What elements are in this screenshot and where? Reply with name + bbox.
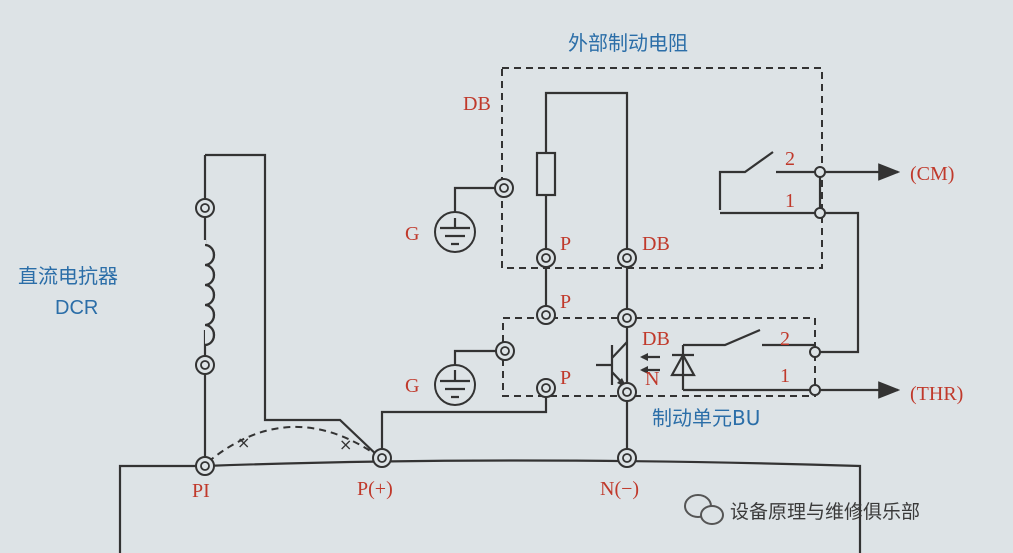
terminal-g-top [494,178,514,198]
label-dcr-cn: 直流电抗器 [18,264,118,288]
watermark: 设备原理与维修俱乐部 [684,494,920,525]
relay-switch-bottom [683,328,815,347]
label-external-resistor: 外部制动电阻 [568,31,688,55]
label-terminal-1-bottom: 1 [780,365,790,387]
label-p-mid: P [560,291,571,313]
terminal-db-mid [617,308,637,328]
terminal-cm-1 [814,207,826,219]
terminal-thr-2 [809,346,821,358]
p-plus-wire [380,388,548,458]
watermark-text: 设备原理与维修俱乐部 [730,501,920,523]
label-g-top: G [405,223,419,245]
label-dcr-en: DCR [55,297,98,319]
terminal-n-unit [617,382,637,402]
ground-top-wire [453,186,504,218]
terminal-p-plus [372,448,392,468]
terminal-n-minus [617,448,637,468]
label-p-plus: P(+) [357,478,393,500]
terminal-g-bottom [495,341,515,361]
ground-top-icon [434,211,476,253]
jumper-cut-mark-2: × [339,435,352,454]
terminal-dcr-top [195,198,215,218]
ground-bottom-wire [453,349,505,370]
label-thr: (THR) [910,383,963,405]
label-terminal-2-bottom: 2 [780,328,790,350]
wechat-icon [684,494,724,525]
label-terminal-2-top: 2 [785,148,795,170]
label-terminal-1-top: 1 [785,190,795,212]
relay-switch-top [718,151,820,215]
jumper-cut-mark-1: × [237,433,250,452]
label-cm: (CM) [910,163,954,185]
dcr-wire [205,153,381,459]
label-p-bottom: P [560,367,571,389]
label-n-unit: N [645,368,659,390]
label-brake-unit: 制动单元BU [652,406,760,430]
label-db-unit: DB [642,328,670,350]
terminal-pi [195,456,215,476]
terminal-p-top [536,248,556,268]
terminal-p-mid [536,305,556,325]
transistor-symbol [596,341,628,389]
terminal-cm-2 [814,166,826,178]
label-db-mid: DB [642,233,670,255]
label-g-bottom: G [405,375,419,397]
resistor-wire [544,91,629,466]
removed-jumper [207,425,379,463]
label-db-top: DB [463,93,491,115]
terminal-p-bottom [536,378,556,398]
label-n-minus: N(−) [600,478,639,500]
label-pi: PI [192,480,210,502]
terminal-dcr-bottom [195,355,215,375]
label-p-top: P [560,233,571,255]
dc-bus-line [118,459,862,553]
resistor-symbol [535,151,557,197]
terminal-thr-1 [809,384,821,396]
terminal-db-top [617,248,637,268]
diode-symbol [670,345,696,390]
ground-bottom-icon [434,364,476,406]
thr-link-wire [815,211,860,354]
